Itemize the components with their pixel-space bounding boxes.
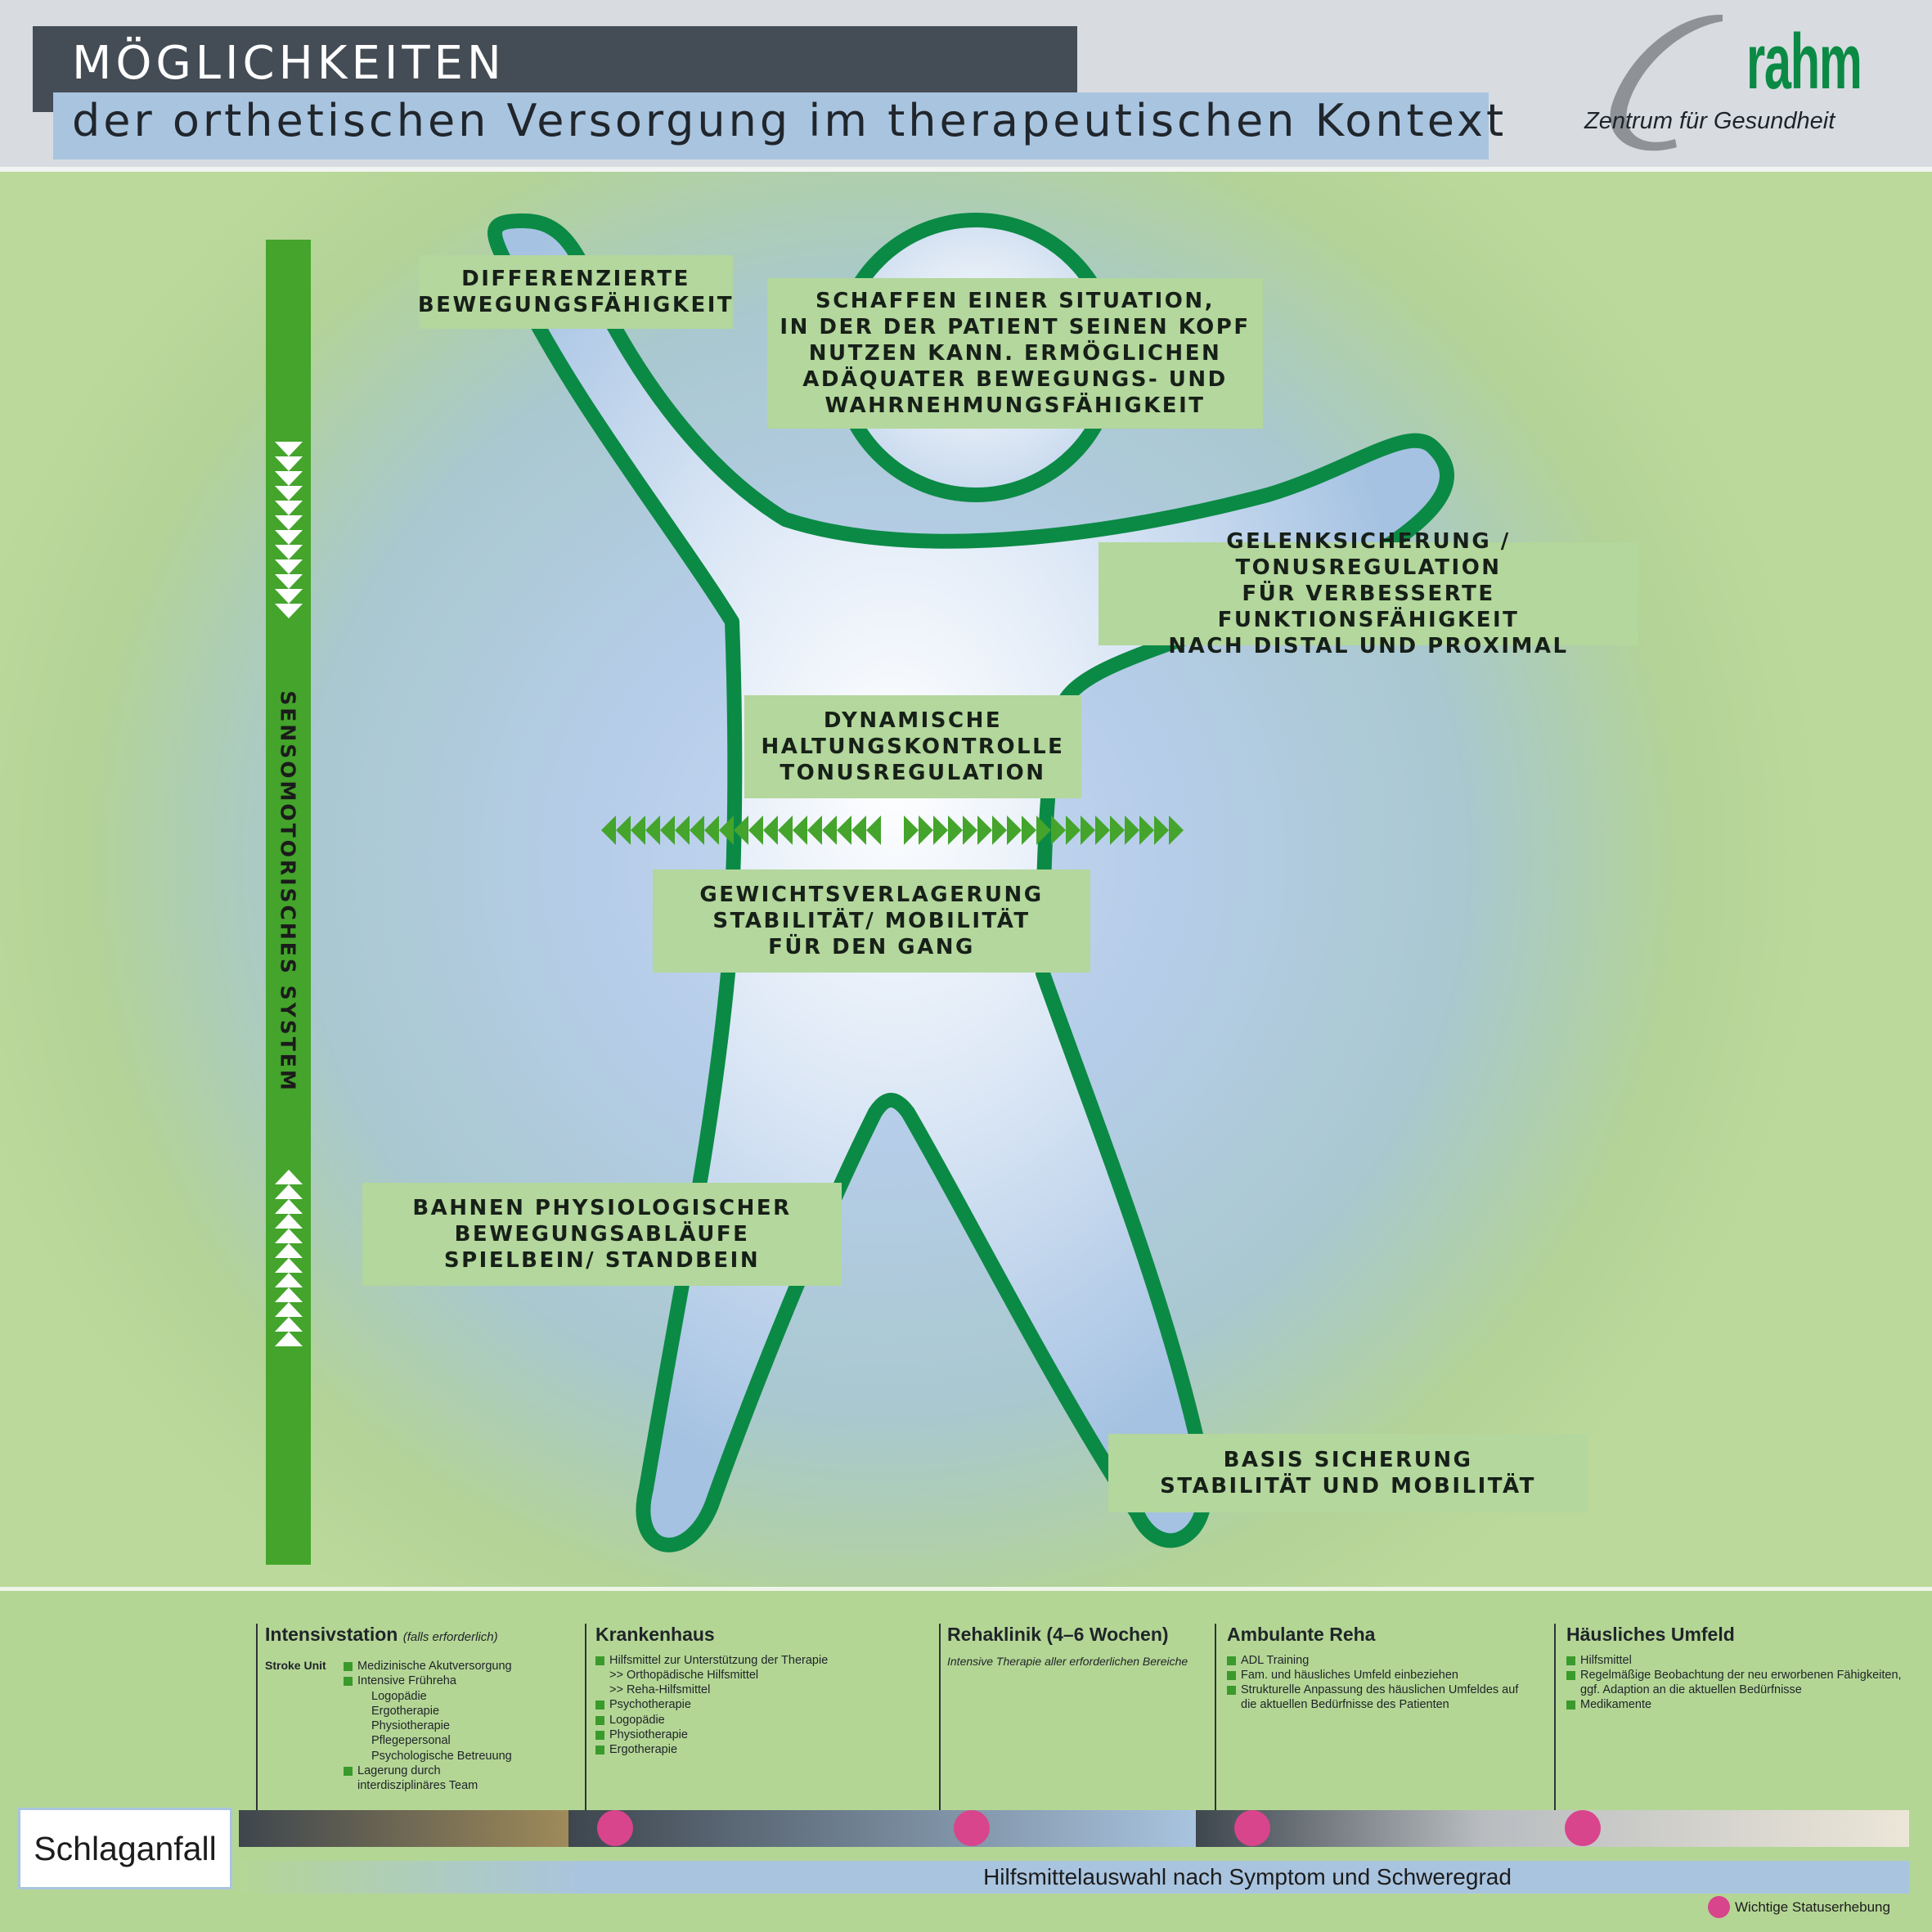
list-item: Strukturelle Anpassung des häuslichen Um… <box>1227 1683 1518 1697</box>
aids-bar-fade <box>237 1861 587 1894</box>
column-title: Intensivstation (falls erforderlich) <box>265 1624 498 1647</box>
column-title: Rehaklinik (4–6 Wochen) <box>947 1624 1169 1645</box>
logo-wordmark: rahm <box>1746 18 1862 106</box>
title-band-light <box>53 92 1489 160</box>
column-items: Hilfsmittel Regelmäßige Beobachtung der … <box>1566 1653 1902 1713</box>
list-item: Physiotherapie <box>595 1728 828 1742</box>
title-line-2: der orthetischen Versorgung im therapeut… <box>72 95 1507 146</box>
list-item: Regelmäßige Beobachtung der neu erworben… <box>1566 1668 1902 1683</box>
label-gewichtsverlagerung: GEWICHTSVERLAGERUNG STABILITÄT/ MOBILITÄ… <box>653 869 1090 973</box>
column-divider <box>1554 1624 1556 1824</box>
column-intensivstation-items: Medizinische Akutversorgung Intensive Fr… <box>344 1659 512 1794</box>
label-kopf-situation: SCHAFFEN EINER SITUATION, IN DER DER PAT… <box>767 278 1263 429</box>
list-item: Logopädie <box>371 1689 427 1703</box>
stroke-unit-label: Stroke Unit <box>265 1659 326 1672</box>
status-check-marker <box>1234 1810 1270 1846</box>
list-item: die aktuellen Bedürfnisse des Patienten <box>1241 1698 1449 1712</box>
header-divider <box>0 167 1932 172</box>
column-title: Häusliches Umfeld <box>1566 1624 1735 1645</box>
status-check-marker <box>1565 1810 1601 1846</box>
label-bahnen: BAHNEN PHYSIOLOGISCHER BEWEGUNGSABLÄUFE … <box>362 1183 842 1286</box>
list-item: ADL Training <box>1227 1653 1518 1668</box>
column-title: Ambulante Reha <box>1227 1624 1376 1645</box>
list-item: Hilfsmittel zur Unterstützung der Therap… <box>595 1653 828 1668</box>
column-ambulante-reha: Ambulante Reha ADL Training Fam. und häu… <box>1227 1624 1518 1713</box>
list-item: Physiotherapie <box>371 1719 450 1733</box>
list-item: Fam. und häusliches Umfeld einbeziehen <box>1227 1668 1518 1683</box>
column-krankenhaus: Krankenhaus Hilfsmittel zur Unterstützun… <box>595 1624 828 1758</box>
phase-bar-krankenhaus-reha <box>568 1810 1196 1847</box>
list-item: Intensive Frühreha <box>344 1674 512 1688</box>
column-title-note: (falls erforderlich) <box>402 1630 498 1644</box>
label-dynamische-haltung: DYNAMISCHE HALTUNGSKONTROLLE TONUSREGULA… <box>744 695 1081 798</box>
label-gelenksicherung: GELENKSICHERUNG / TONUSREGULATION FÜR VE… <box>1099 529 1638 658</box>
list-item: Ergotherapie <box>595 1742 828 1757</box>
legend: Wichtige Statuserhebung <box>1708 1896 1890 1918</box>
down-chevrons-icon <box>275 442 303 630</box>
column-divider <box>939 1624 941 1812</box>
column-title: Krankenhaus <box>595 1624 715 1645</box>
list-item: ggf. Adaption an die aktuellen Bedürfnis… <box>1580 1683 1802 1697</box>
status-check-marker <box>597 1810 633 1846</box>
rahm-logo: rahm Zentrum für Gesundheit <box>1579 10 1865 165</box>
list-item: Hilfsmittel <box>1566 1653 1902 1668</box>
phase-bar-ambulant-haeuslich <box>1196 1810 1909 1847</box>
aids-selection-bar: Hilfsmittelauswahl nach Symptom und Schw… <box>586 1861 1909 1894</box>
weight-shift-arrows-icon <box>601 815 1184 845</box>
status-check-marker <box>954 1810 990 1846</box>
column-items: Hilfsmittel zur Unterstützung der Therap… <box>595 1653 828 1758</box>
column-title-text: Intensivstation <box>265 1624 398 1645</box>
column-haeusliches-umfeld: Häusliches Umfeld Hilfsmittel Regelmäßig… <box>1566 1624 1902 1713</box>
title-line-1: MÖGLICHKEITEN <box>72 37 505 90</box>
sensomotor-label: SENSOMOTORISCHES SYSTEM <box>276 690 300 1093</box>
list-item: Lagerung durch <box>344 1764 512 1778</box>
list-item: Ergotherapie <box>371 1704 440 1718</box>
up-chevrons-icon <box>275 1170 303 1358</box>
list-item: Medizinische Akutversorgung <box>344 1659 512 1674</box>
logo-tagline: Zentrum für Gesundheit <box>1584 108 1835 134</box>
start-label-box: Schlaganfall <box>18 1808 232 1889</box>
label-basis-sicherung: BASIS SICHERUNG STABILITÄT UND MOBILITÄT <box>1108 1434 1588 1512</box>
list-item: Psychotherapie <box>595 1697 828 1712</box>
timeline-divider <box>0 1587 1932 1591</box>
column-intensivstation: Intensivstation (falls erforderlich) <box>265 1624 498 1647</box>
list-item: interdisziplinäres Team <box>357 1779 479 1793</box>
list-item: Psychologische Betreuung <box>371 1749 512 1763</box>
legend-text: Wichtige Statuserhebung <box>1735 1898 1890 1915</box>
list-item: >> Orthopädische Hilfsmittel <box>609 1668 759 1682</box>
label-differenzierte-bewegung: DIFFERENZIERTE BEWEGUNGSFÄHIGKEIT <box>418 255 733 329</box>
column-subtitle: Intensive Therapie aller erforderlichen … <box>947 1654 1188 1668</box>
list-item: Pflegepersonal <box>371 1734 451 1748</box>
list-item: Logopädie <box>595 1713 828 1728</box>
list-item: Medikamente <box>1566 1697 1902 1712</box>
phase-bar-intensivstation <box>239 1810 568 1847</box>
column-divider <box>585 1624 586 1812</box>
status-marker-icon <box>1708 1896 1730 1918</box>
column-divider <box>1215 1624 1216 1812</box>
column-divider <box>256 1624 258 1812</box>
list-item: >> Reha-Hilfsmittel <box>609 1683 711 1697</box>
column-rehaklinik: Rehaklinik (4–6 Wochen) Intensive Therap… <box>947 1624 1188 1668</box>
logo-swoosh-icon <box>1610 14 1723 151</box>
column-items: ADL Training Fam. und häusliches Umfeld … <box>1227 1653 1518 1713</box>
